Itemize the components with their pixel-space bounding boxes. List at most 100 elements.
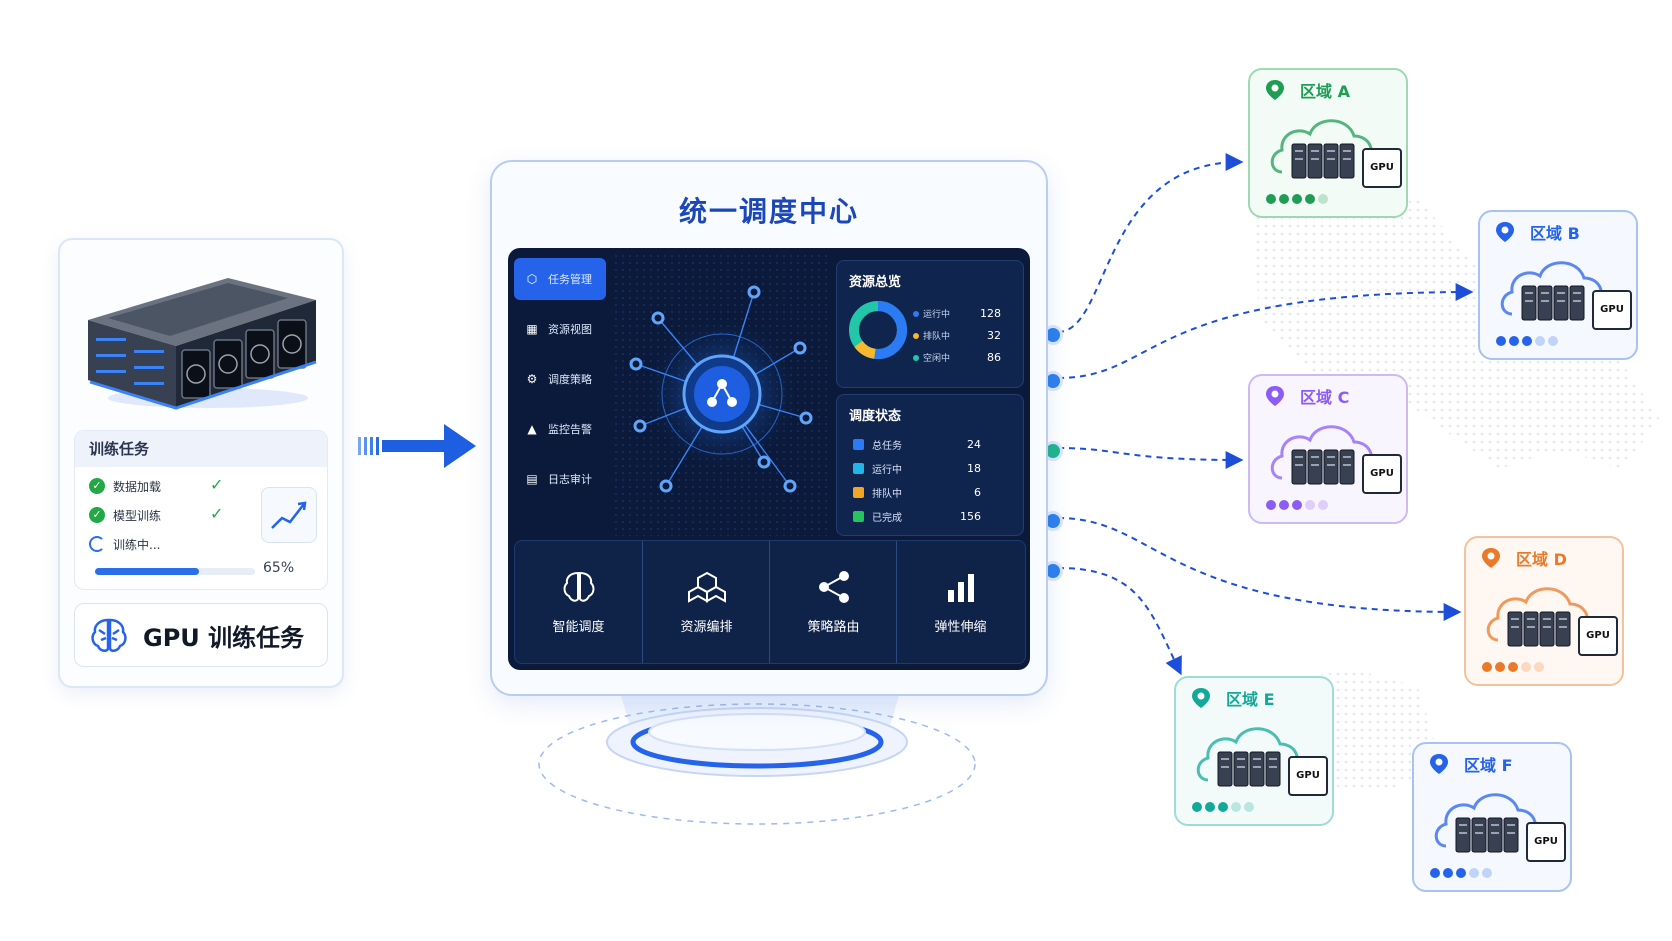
- feature-smart-scheduling[interactable]: 智能调度: [515, 541, 642, 663]
- check-icon: ✓: [210, 475, 224, 494]
- location-pin-icon: [1266, 80, 1284, 100]
- region-name: 区域 F: [1464, 756, 1513, 775]
- status-dot: [1305, 194, 1315, 204]
- status-dot: [1279, 194, 1289, 204]
- cloud-server-icon: [1270, 425, 1373, 485]
- region-name: 区域 B: [1530, 224, 1580, 243]
- legend-value: 32: [987, 329, 1001, 342]
- legend-value: 86: [987, 351, 1001, 364]
- status-dot: [1244, 802, 1254, 812]
- status-row-total: 总任务 24: [853, 437, 981, 452]
- gpu-chip-icon: GPU: [1592, 290, 1632, 330]
- status-dot: [1508, 662, 1518, 672]
- gpu-chip-icon: GPU: [1578, 616, 1618, 656]
- status-dot: [1535, 336, 1545, 346]
- location-pin-icon: [1496, 222, 1514, 242]
- status-dot: [1218, 802, 1228, 812]
- status-dot: [1469, 868, 1479, 878]
- document-icon: ▤: [526, 472, 538, 486]
- cloud-server-icon: [1270, 119, 1373, 179]
- task-icon: [853, 439, 864, 450]
- feature-elastic-scaling[interactable]: 弹性伸缩: [896, 541, 1024, 663]
- gpu-chip-icon: GPU: [1288, 756, 1328, 796]
- region-links: [1057, 153, 1474, 676]
- status-dot: [1292, 194, 1302, 204]
- trend-chart-icon: [261, 487, 317, 543]
- legend-value: 128: [980, 307, 1001, 320]
- location-pin-icon: [1430, 754, 1448, 774]
- cubes-icon: [687, 571, 726, 603]
- status-dot: [1205, 802, 1215, 812]
- status-dot: [1534, 662, 1544, 672]
- brain-icon: [563, 571, 594, 602]
- nav-label: 监控告警: [548, 423, 592, 436]
- cloud-server-icon: [1500, 261, 1603, 321]
- feature-label: 资源编排: [680, 619, 733, 635]
- status-dot: [1521, 662, 1531, 672]
- nav-item-task-management[interactable]: ⬡ 任务管理: [514, 258, 606, 300]
- progress-percent: 65%: [263, 560, 295, 576]
- status-row-queued: 排队中 6: [853, 485, 981, 500]
- location-pin-icon: [1266, 386, 1284, 406]
- queue-icon: [853, 487, 864, 498]
- resource-overview-panel: 资源总览 运行中 128 排队中 32 空闲中 86: [836, 260, 1024, 388]
- region-card[interactable]: 区域 B GPU: [1478, 210, 1638, 360]
- status-dot: [1292, 500, 1302, 510]
- server-icon: [88, 278, 317, 410]
- cloud-server-icon: [1434, 793, 1537, 853]
- nav-label: 调度策略: [548, 373, 592, 386]
- dashboard-screen: ⬡ 任务管理 ▦ 资源视图 ⚙ 调度策略 ▲ 监控告警 ▤ 日志审计: [508, 248, 1030, 670]
- location-pin-icon: [1192, 688, 1210, 708]
- status-dot: [1522, 336, 1532, 346]
- status-dot: [1495, 662, 1505, 672]
- step-row: ✓ 数据加载: [89, 475, 161, 497]
- status-dots: [1266, 500, 1328, 510]
- nav-item-log-audit[interactable]: ▤ 日志审计: [514, 458, 606, 500]
- status-value: 6: [974, 486, 981, 499]
- step-label: 数据加载: [113, 479, 162, 494]
- progress-bar: [95, 568, 255, 575]
- panel-title: 资源总览: [849, 275, 902, 290]
- map-dots: [1250, 177, 1660, 470]
- nav-item-resource-view[interactable]: ▦ 资源视图: [514, 308, 606, 350]
- status-value: 24: [967, 438, 981, 451]
- legend-label: 运行中: [923, 310, 951, 320]
- loading-spinner-icon: [89, 536, 105, 552]
- step-label: 训练中...: [113, 537, 161, 552]
- status-dots: [1430, 868, 1492, 878]
- panel-title: 调度状态: [849, 409, 902, 424]
- nav-item-schedule-policy[interactable]: ⚙ 调度策略: [514, 358, 606, 400]
- status-dot: [1318, 194, 1328, 204]
- network-hub-graphic: [614, 254, 828, 536]
- cloud-server-icon: [1196, 727, 1299, 787]
- status-row-completed: 已完成 156: [853, 509, 981, 524]
- legend-idle: 空闲中 86: [913, 351, 1001, 364]
- boxes-icon: ▦: [526, 322, 538, 336]
- status-dot: [1305, 500, 1315, 510]
- dispatch-center-monitor: 统一调度中心 ⬡ 任务管理 ▦ 资源视图 ⚙ 调度策略 ▲ 监控告警 ▤ 日志审…: [490, 160, 1048, 696]
- legend-queued: 排队中 32: [913, 329, 1001, 342]
- bar-chart-icon: [947, 573, 974, 602]
- nav-item-monitoring-alerts[interactable]: ▲ 监控告警: [514, 408, 606, 450]
- feature-bar: 智能调度 资源编排 策略路由 弹性伸缩: [514, 540, 1026, 664]
- location-pin-icon: [1482, 548, 1500, 568]
- check-circle-icon: ✓: [89, 478, 105, 494]
- input-arrow: [358, 424, 476, 468]
- legend-label: 排队中: [923, 332, 951, 342]
- status-label: 排队中: [872, 489, 902, 500]
- pedestal: [538, 692, 976, 825]
- feature-policy-routing[interactable]: 策略路由: [769, 541, 897, 663]
- legend-running: 运行中 128: [913, 307, 1001, 320]
- status-dots: [1192, 802, 1254, 812]
- feature-resource-orchestration[interactable]: 资源编排: [642, 541, 770, 663]
- legend-dot: [913, 354, 919, 361]
- step-row: 训练中...: [89, 533, 160, 555]
- bell-icon: ▲: [527, 422, 537, 436]
- check-icon: [853, 511, 864, 522]
